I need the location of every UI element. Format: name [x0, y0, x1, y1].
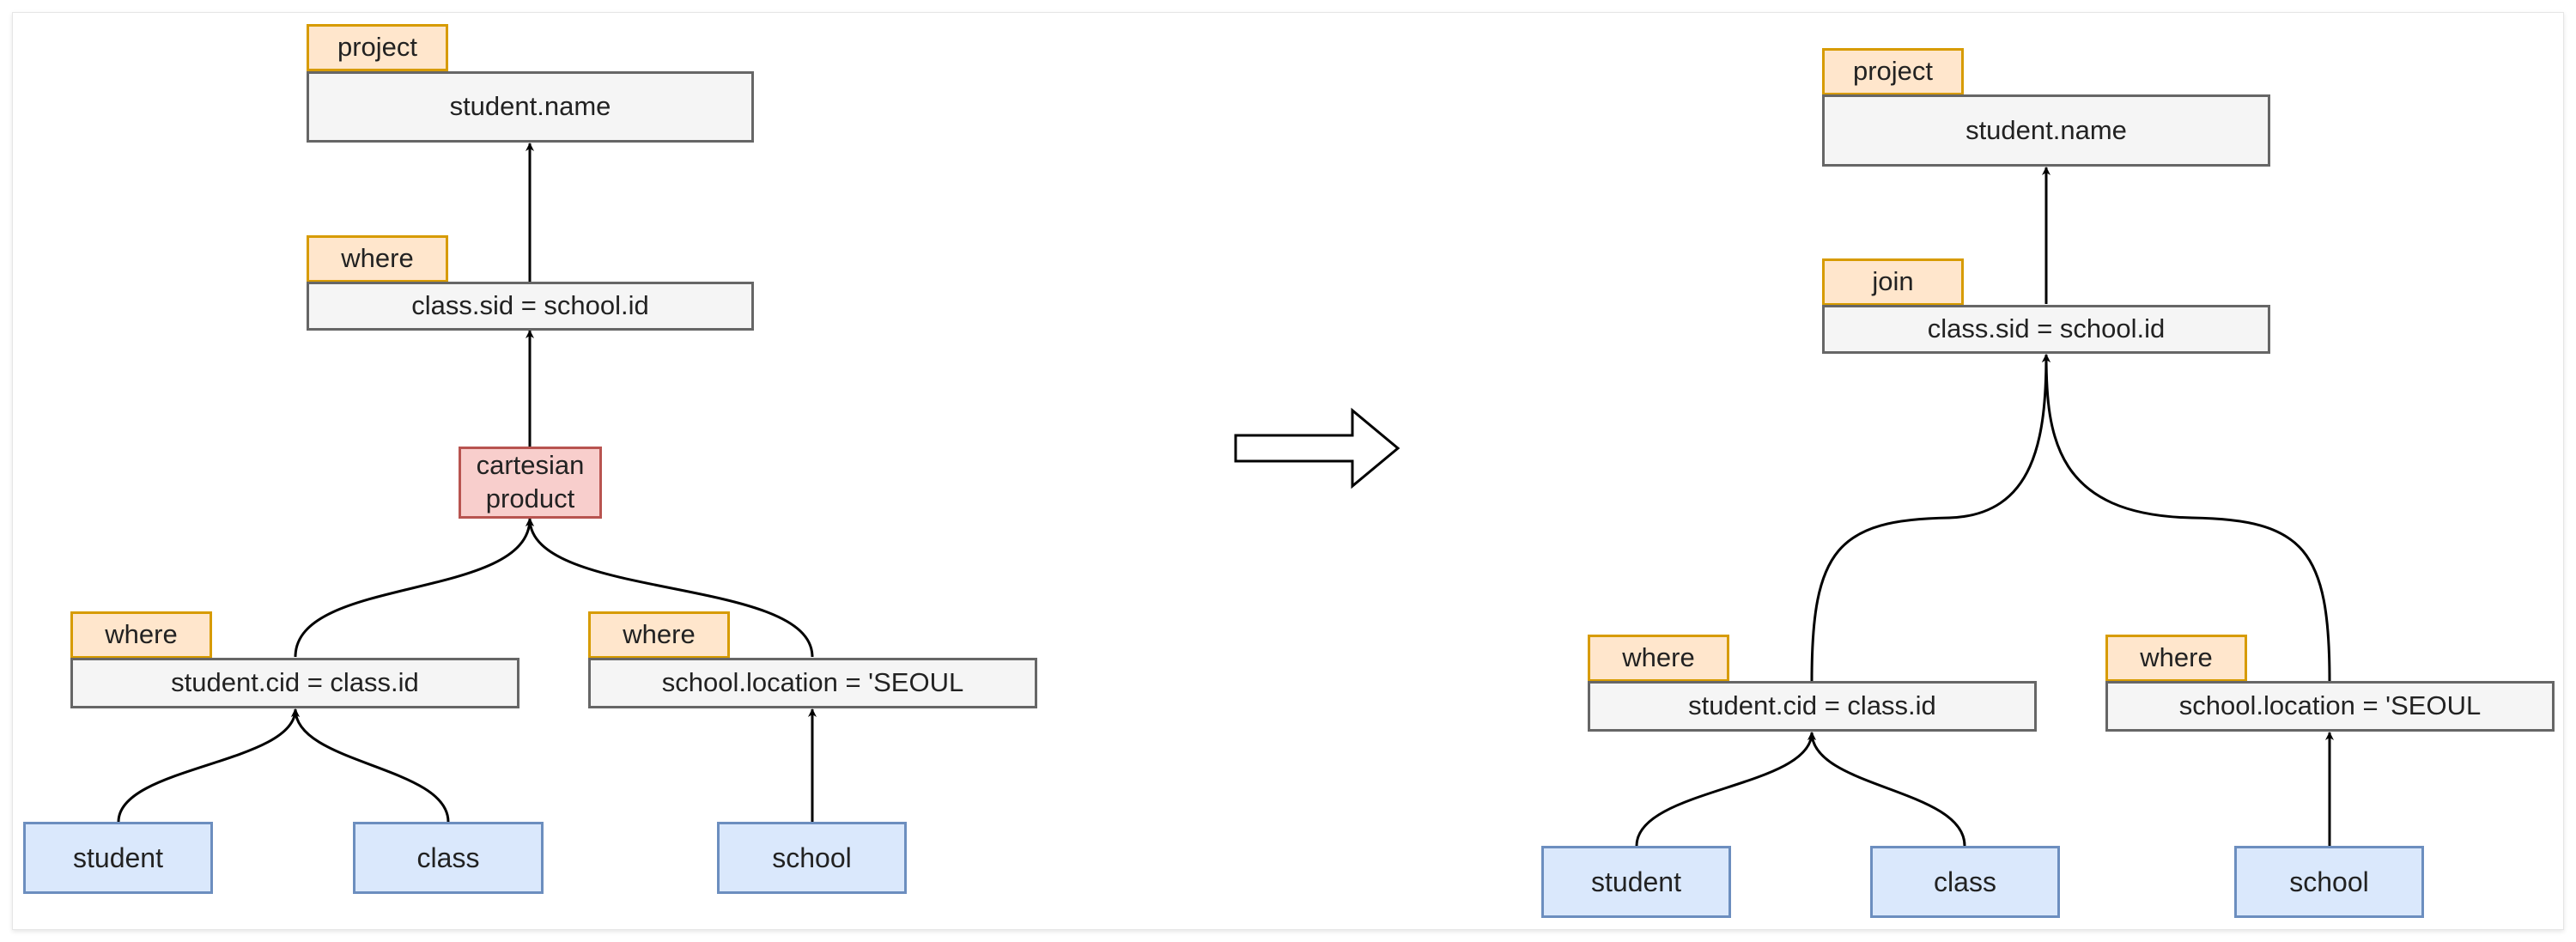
edge-right-where-to-join — [2042, 354, 2331, 682]
left-filter-tag-student[interactable]: where — [70, 611, 212, 659]
right-project-node[interactable]: student.name — [1822, 94, 2270, 167]
right-project-tag[interactable]: project — [1822, 48, 1964, 95]
edge-class-to-left-where — [291, 708, 450, 823]
edge-left-where-to-product — [294, 518, 534, 658]
left-project-tag[interactable]: project — [307, 24, 448, 71]
right-filter-tag-school[interactable]: where — [2105, 635, 2247, 682]
left-where-node[interactable]: class.sid = school.id — [307, 282, 754, 331]
right-table-student[interactable]: student — [1541, 846, 1731, 918]
right-table-school[interactable]: school — [2234, 846, 2424, 918]
edge-student-to-left-where — [117, 708, 300, 823]
right-table-class[interactable]: class — [1870, 846, 2060, 918]
left-filter-node-student[interactable]: student.cid = class.id — [70, 658, 519, 708]
left-filter-tag-school[interactable]: where — [588, 611, 730, 659]
right-filter-node-school[interactable]: school.location = 'SEOUL — [2105, 681, 2555, 732]
edge-student-to-left-where-r — [1635, 732, 1816, 847]
right-filter-node-student[interactable]: student.cid = class.id — [1588, 681, 2037, 732]
right-filter-tag-student[interactable]: where — [1588, 635, 1729, 682]
diagram-frame — [12, 12, 2564, 930]
cartesian-product-node[interactable]: cartesian product — [459, 447, 602, 519]
edge-left-where-to-join — [1810, 354, 2050, 682]
edge-right-where-to-product — [526, 518, 814, 658]
left-where-tag[interactable]: where — [307, 235, 448, 283]
edge-class-to-left-where-r — [1807, 732, 1966, 847]
left-project-node[interactable]: student.name — [307, 71, 754, 143]
transform-arrow — [1234, 407, 1400, 489]
left-filter-node-school[interactable]: school.location = 'SEOUL — [588, 658, 1037, 708]
right-join-tag[interactable]: join — [1822, 258, 1964, 306]
left-table-student[interactable]: student — [23, 822, 213, 894]
left-table-school[interactable]: school — [717, 822, 907, 894]
right-join-node[interactable]: class.sid = school.id — [1822, 305, 2270, 354]
left-table-class[interactable]: class — [353, 822, 544, 894]
